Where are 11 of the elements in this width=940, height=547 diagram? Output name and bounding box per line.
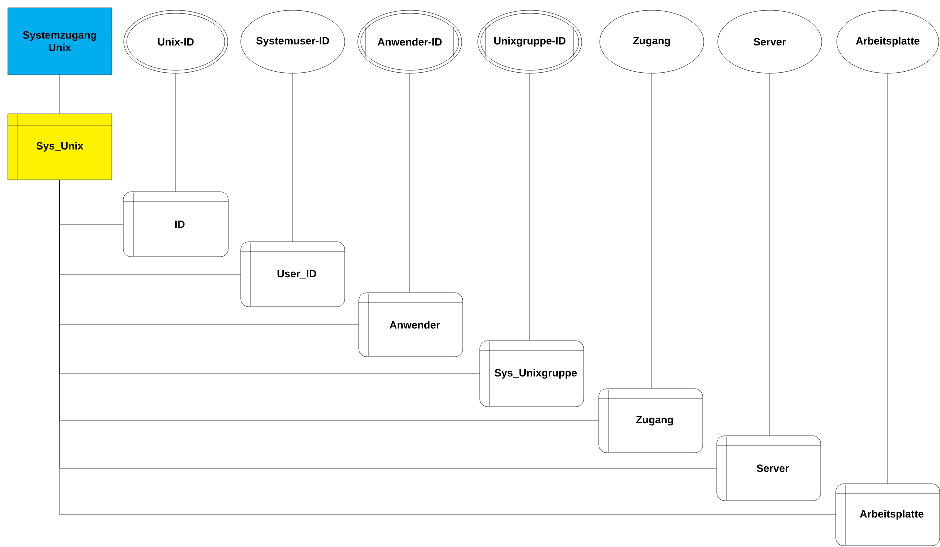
relation-box: ID bbox=[123, 192, 229, 258]
relation-box: Zugang bbox=[598, 388, 704, 454]
connector-line bbox=[292, 74, 294, 242]
relation-box: Anwender bbox=[358, 292, 464, 358]
relation-box: Server bbox=[716, 436, 822, 502]
connector-line bbox=[60, 180, 836, 516]
entity-box: Systemzugang Unix bbox=[8, 8, 112, 76]
relation-box: Arbeitsplatte bbox=[836, 484, 940, 546]
entity-box: Sys_Unix bbox=[8, 114, 112, 180]
relation-box: User_ID bbox=[240, 242, 346, 308]
relation-box: Sys_Unixgruppe bbox=[480, 340, 584, 408]
